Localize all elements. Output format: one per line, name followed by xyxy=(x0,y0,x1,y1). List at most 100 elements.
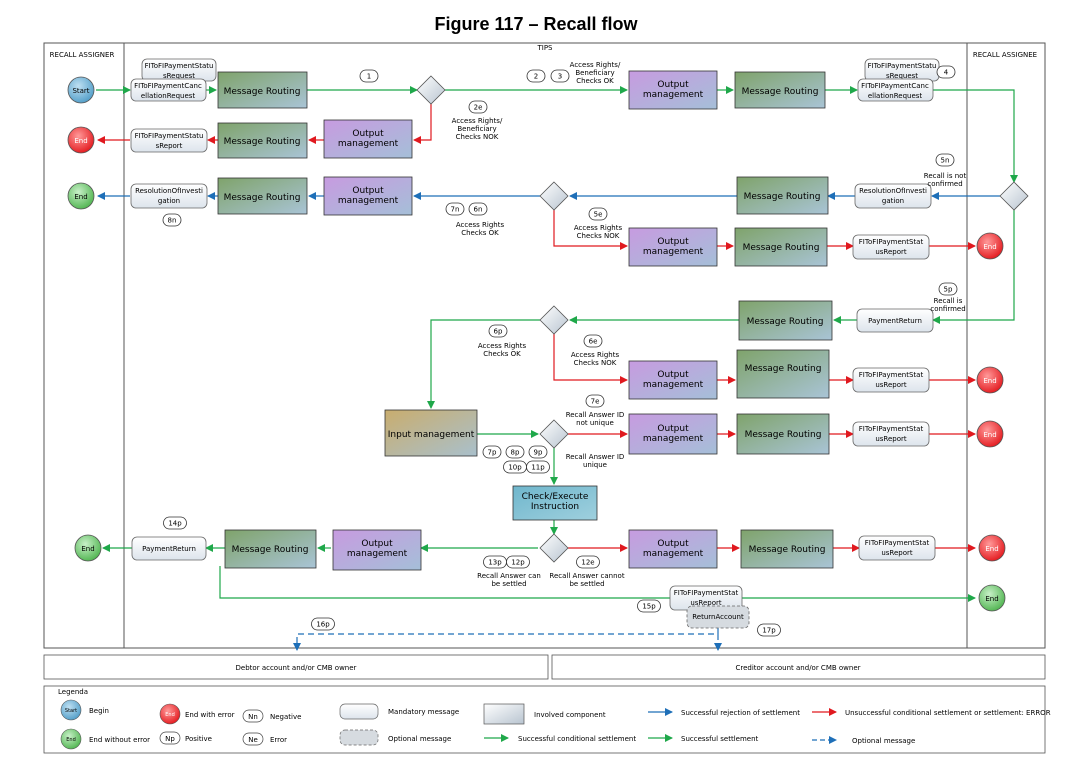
decision-diamond xyxy=(539,181,569,211)
svg-text:PaymentReturn: PaymentReturn xyxy=(142,545,196,553)
end-error-node: End xyxy=(976,366,1004,394)
svg-text:6p: 6p xyxy=(494,328,503,336)
svg-text:8p: 8p xyxy=(511,449,520,457)
legend-error-symbol: Ne xyxy=(248,736,258,744)
message-payment-return: PaymentReturn xyxy=(131,536,207,561)
message-routing-box: Message Routing xyxy=(734,71,826,109)
end-error-node: End xyxy=(67,126,95,154)
svg-text:17p: 17p xyxy=(762,627,776,635)
terminals: Start End End End End End End End End xyxy=(67,76,1006,612)
svg-text:2e: 2e xyxy=(474,104,483,112)
legend-end-ok: End without error xyxy=(89,736,150,744)
step-marker: 4 xyxy=(936,65,956,79)
step-marker: 17p xyxy=(757,623,781,637)
lane-recall-assigner: RECALL ASSIGNER xyxy=(50,51,115,59)
legend-involved: Involved component xyxy=(534,711,606,719)
svg-text:Input management: Input management xyxy=(388,430,475,440)
svg-text:Message Routing: Message Routing xyxy=(742,87,819,97)
svg-text:1: 1 xyxy=(367,73,371,81)
legend-succ-settle: Successful settlement xyxy=(681,735,759,743)
step-marker: 15p xyxy=(637,599,661,613)
step-marker: 7p xyxy=(482,445,502,459)
message-payment-return: PaymentReturn xyxy=(856,308,934,333)
step-marker: 10p xyxy=(503,460,527,474)
decision-diamond xyxy=(539,533,569,563)
svg-text:Message Routing: Message Routing xyxy=(749,545,826,555)
step-marker: 3 xyxy=(550,69,570,83)
end-error-node: End xyxy=(978,534,1006,562)
end-error-node: End xyxy=(976,420,1004,448)
step-marker: 8n xyxy=(162,213,182,227)
decision-diamonds xyxy=(416,75,1029,563)
step-marker: 7n xyxy=(445,202,465,216)
step-marker: 6n xyxy=(468,202,488,216)
legend-positive: Positive xyxy=(185,735,212,743)
svg-text:10p: 10p xyxy=(508,464,522,472)
svg-text:14p: 14p xyxy=(168,520,182,528)
step-marker: 1 xyxy=(359,69,379,83)
step-marker: 8p xyxy=(505,445,525,459)
step-marker: 13p xyxy=(483,555,507,569)
svg-text:6n: 6n xyxy=(474,206,483,214)
lane-recall-assignee: RECALL ASSIGNEE xyxy=(973,51,1037,59)
step-marker: 2 xyxy=(526,69,546,83)
step-marker: 6e xyxy=(583,334,603,348)
creditor-account-label: Creditor account and/or CMB owner xyxy=(735,664,860,672)
svg-text:7p: 7p xyxy=(488,449,497,457)
svg-text:11p: 11p xyxy=(531,464,545,472)
input-management-box: Input management xyxy=(384,409,478,457)
svg-text:End: End xyxy=(983,243,996,251)
svg-text:Start: Start xyxy=(72,87,89,95)
legend-negative: Negative xyxy=(270,713,301,721)
end-ok-node: End xyxy=(74,534,102,562)
message-routing-box: Message Routing xyxy=(734,227,828,267)
legend-positive-symbol: Np xyxy=(165,735,175,743)
message-routing-box: Message Routing xyxy=(217,71,308,109)
step-marker: 14p xyxy=(163,516,187,530)
step-marker: 2e xyxy=(468,100,488,114)
legend-succ-cond: Successful conditional settlement xyxy=(518,735,636,743)
svg-text:12e: 12e xyxy=(581,559,594,567)
legend: Legenda Start Begin End End without erro… xyxy=(43,685,1051,754)
start-node: Start xyxy=(67,76,95,104)
svg-text:Message Routing: Message Routing xyxy=(745,430,822,440)
legend-optional: Optional message xyxy=(388,735,451,743)
svg-text:8n: 8n xyxy=(168,217,177,225)
svg-text:5e: 5e xyxy=(594,211,603,219)
step-marker: 6p xyxy=(488,324,508,338)
svg-text:Message Routing: Message Routing xyxy=(745,364,822,374)
figure-title: Figure 117 – Recall flow xyxy=(434,14,638,34)
svg-text:4: 4 xyxy=(944,69,949,77)
svg-text:6e: 6e xyxy=(589,338,598,346)
legend-unsucc: Unsuccessful conditional settlement or s… xyxy=(845,709,1051,717)
decision-diamond xyxy=(416,75,446,105)
message-routing-box: Message Routing xyxy=(217,177,308,215)
legend-title: Legenda xyxy=(58,688,88,696)
svg-text:9p: 9p xyxy=(534,449,543,457)
